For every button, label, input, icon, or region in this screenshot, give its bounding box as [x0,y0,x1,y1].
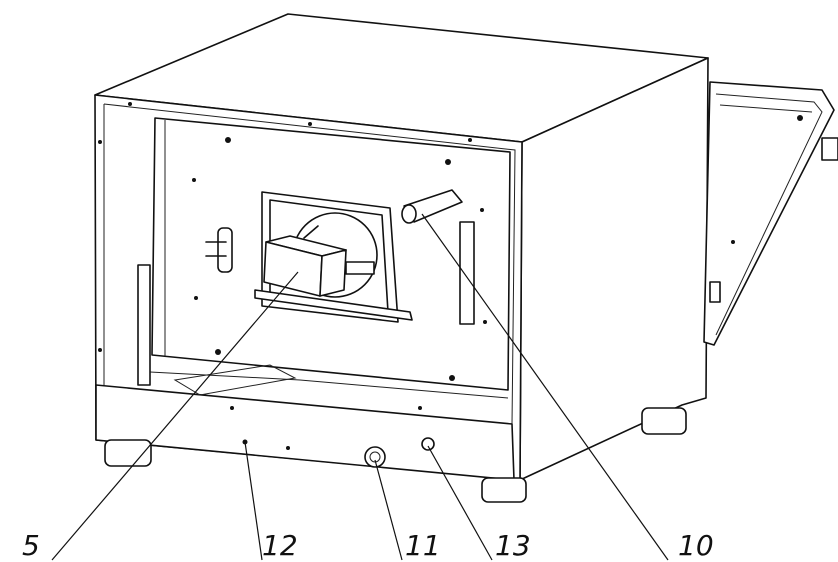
door-inner-edge [715,93,823,336]
callout-label-11: 11 [405,529,441,562]
leader-line-5 [51,271,299,561]
leader-line-10 [421,213,669,561]
foot-rear-right [641,407,687,435]
left-guide-rail [137,264,151,386]
foot-front-right [481,477,527,503]
tube-end [401,204,417,224]
callout-label-10: 10 [678,529,714,562]
fastener-dots [98,102,803,450]
door-seal-line [719,104,813,113]
mounting-bracket [254,289,413,321]
terminal-bracket [217,227,233,273]
fan-clip [303,225,319,239]
foot-front-left [104,439,152,467]
inner-tray [173,364,297,396]
plate-slot [459,221,475,325]
leader-line-11 [374,459,403,561]
callout-label-5: 5 [22,529,40,562]
component-block-side [319,249,347,297]
callout-label-13: 13 [495,529,531,562]
pipe-fitting [364,446,386,468]
knob [421,437,435,451]
callout-label-12: 12 [262,529,298,562]
door-latch [709,281,721,303]
door-panel [703,81,835,346]
leader-line-12 [244,441,263,561]
leader-line-13 [427,445,493,561]
connector-plug [345,261,375,275]
front-frame-inner-edge [103,103,516,426]
door-handle [821,137,838,161]
base-top-edge [149,371,509,399]
